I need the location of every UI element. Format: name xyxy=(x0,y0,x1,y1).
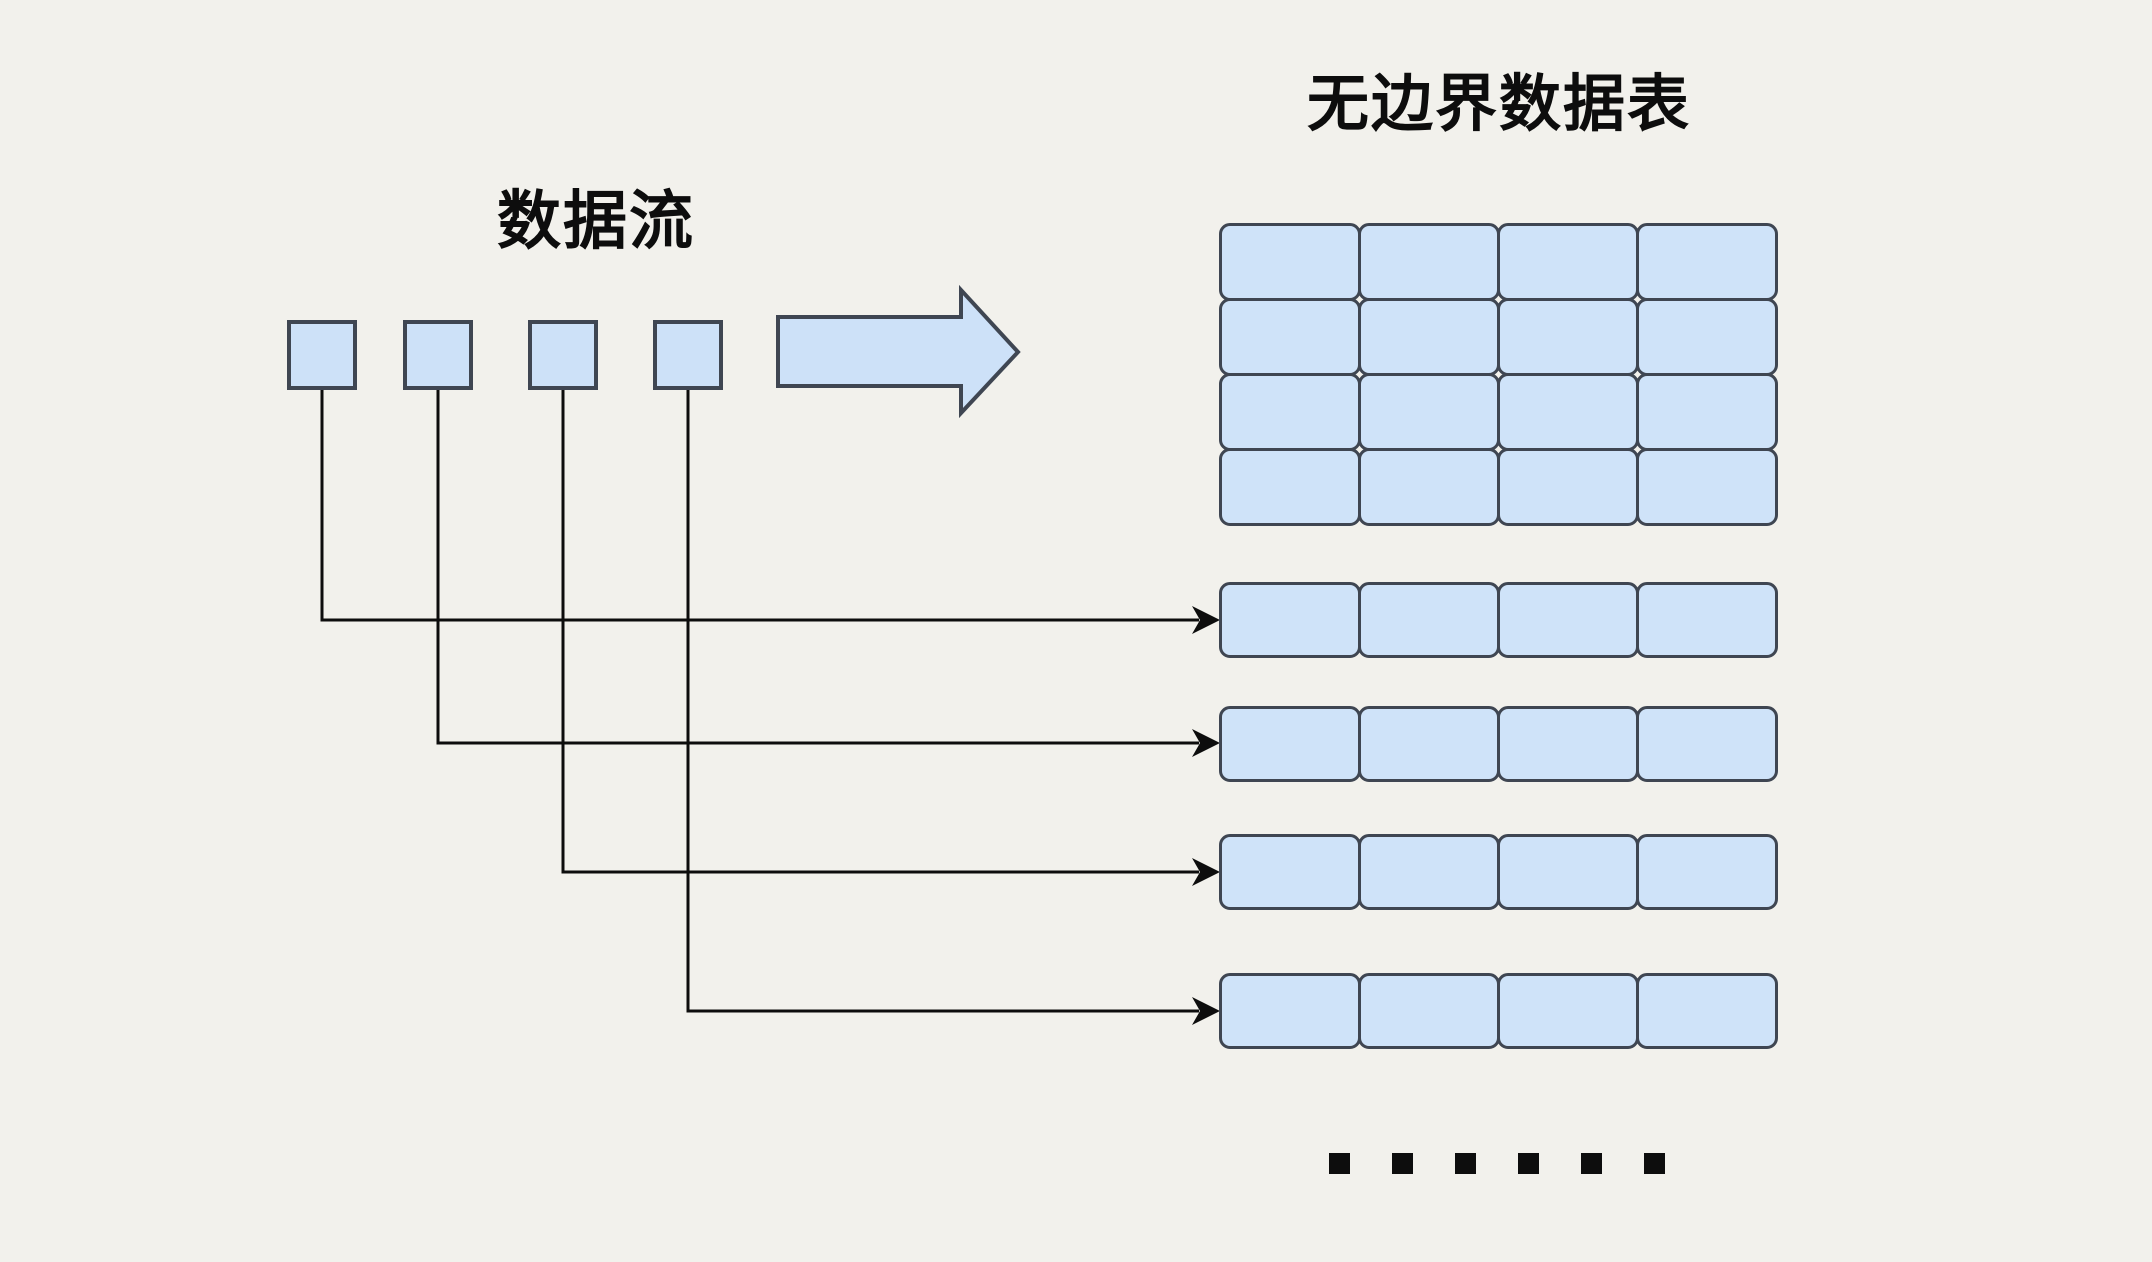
table-cell xyxy=(1497,298,1639,376)
table-cell xyxy=(1358,223,1500,301)
flow-arrow-icon xyxy=(776,284,1021,419)
table-cell xyxy=(1636,448,1778,526)
table-cell xyxy=(1497,582,1639,658)
stream-item xyxy=(287,320,357,390)
table-row xyxy=(1219,223,1778,301)
table-cell xyxy=(1219,706,1361,782)
ellipsis-dot xyxy=(1518,1153,1539,1174)
table-cell xyxy=(1636,834,1778,910)
ellipsis-dot xyxy=(1455,1153,1476,1174)
table-row xyxy=(1219,373,1778,451)
ellipsis-dot xyxy=(1644,1153,1665,1174)
arrowhead-icon xyxy=(1192,606,1220,634)
table-row xyxy=(1219,298,1778,376)
stream-item xyxy=(403,320,473,390)
table-cell xyxy=(1219,223,1361,301)
table-cell xyxy=(1497,223,1639,301)
connector-line xyxy=(436,390,1220,757)
appended-row xyxy=(1219,582,1778,658)
ellipsis-dots xyxy=(1329,1153,1665,1174)
table-title: 无边界数据表 xyxy=(1307,70,1692,139)
table-cell xyxy=(1636,223,1778,301)
stream-item xyxy=(528,320,598,390)
table-cell xyxy=(1497,706,1639,782)
table-cell xyxy=(1358,373,1500,451)
table-cell xyxy=(1358,582,1500,658)
table-cell xyxy=(1219,373,1361,451)
connector-line xyxy=(320,390,1220,634)
table-cell xyxy=(1497,373,1639,451)
arrowhead-icon xyxy=(1192,729,1220,757)
table-cell xyxy=(1358,298,1500,376)
ellipsis-dot xyxy=(1329,1153,1350,1174)
arrowhead-icon xyxy=(1192,997,1220,1025)
table-cell xyxy=(1358,973,1500,1049)
table-cell xyxy=(1358,448,1500,526)
appended-row xyxy=(1219,973,1778,1049)
unbounded-table-grid xyxy=(1219,223,1778,526)
table-cell xyxy=(1636,373,1778,451)
table-row xyxy=(1219,448,1778,526)
table-cell xyxy=(1219,582,1361,658)
table-cell xyxy=(1636,582,1778,658)
table-cell xyxy=(1497,973,1639,1049)
table-cell xyxy=(1219,973,1361,1049)
table-cell xyxy=(1636,973,1778,1049)
ellipsis-dot xyxy=(1392,1153,1413,1174)
table-cell xyxy=(1497,834,1639,910)
table-cell xyxy=(1636,298,1778,376)
connector-line xyxy=(561,390,1220,886)
appended-row xyxy=(1219,834,1778,910)
table-cell xyxy=(1358,706,1500,782)
stream-item xyxy=(653,320,723,390)
connector-line xyxy=(686,390,1220,1025)
table-cell xyxy=(1219,298,1361,376)
table-cell xyxy=(1497,448,1639,526)
stream-title: 数据流 xyxy=(497,185,695,257)
appended-row xyxy=(1219,706,1778,782)
table-cell xyxy=(1358,834,1500,910)
ellipsis-dot xyxy=(1581,1153,1602,1174)
table-cell xyxy=(1219,448,1361,526)
table-cell xyxy=(1636,706,1778,782)
arrowhead-icon xyxy=(1192,858,1220,886)
table-cell xyxy=(1219,834,1361,910)
